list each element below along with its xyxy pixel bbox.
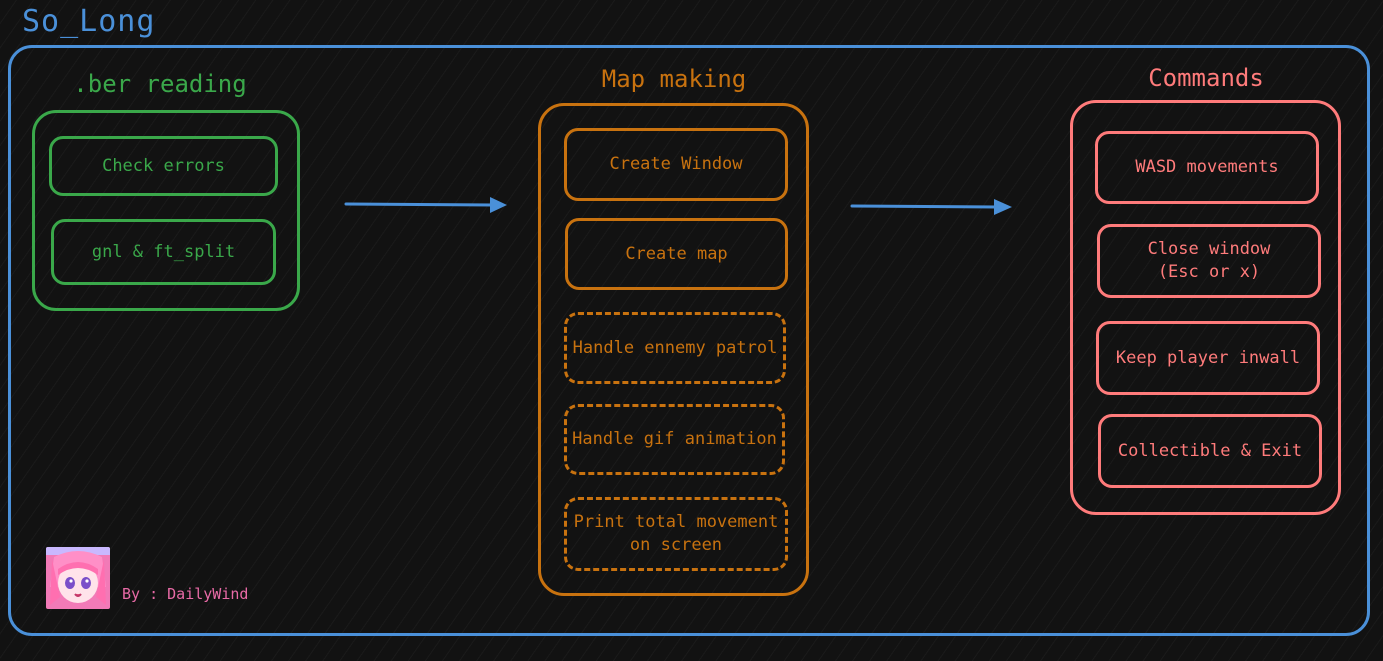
- map-group: [538, 103, 809, 596]
- author-avatar: [46, 547, 110, 609]
- section-title-reading: .ber reading: [73, 70, 247, 98]
- avatar-illustration: [46, 547, 110, 609]
- map-item-gif-animation: Handle gif animation: [564, 404, 785, 475]
- section-title-commands: Commands: [1148, 64, 1264, 92]
- reading-item-gnl-split: gnl & ft_split: [51, 219, 276, 285]
- page-title: So_Long: [22, 4, 156, 39]
- commands-group: [1070, 100, 1341, 515]
- reading-group: [32, 110, 300, 311]
- map-item-create-window: Create Window: [564, 128, 788, 201]
- reading-item-check-errors: Check errors: [49, 136, 278, 196]
- map-item-create-map: Create map: [565, 218, 788, 290]
- map-item-enemy-patrol: Handle ennemy patrol: [564, 312, 786, 384]
- command-item-collectible-exit: Collectible & Exit: [1098, 414, 1322, 488]
- author-credit: By : DailyWind: [122, 585, 249, 603]
- flow-arrow-reading-to-map: [344, 197, 507, 213]
- flow-arrow-map-to-commands: [850, 199, 1012, 215]
- command-item-keep-inwall: Keep player inwall: [1096, 321, 1320, 395]
- command-item-close-window: Close window (Esc or x): [1097, 224, 1321, 298]
- command-item-wasd: WASD movements: [1095, 131, 1319, 204]
- section-title-map: Map making: [601, 65, 747, 93]
- map-item-print-movement: Print total movement on screen: [564, 497, 788, 571]
- outer-frame: [8, 45, 1370, 636]
